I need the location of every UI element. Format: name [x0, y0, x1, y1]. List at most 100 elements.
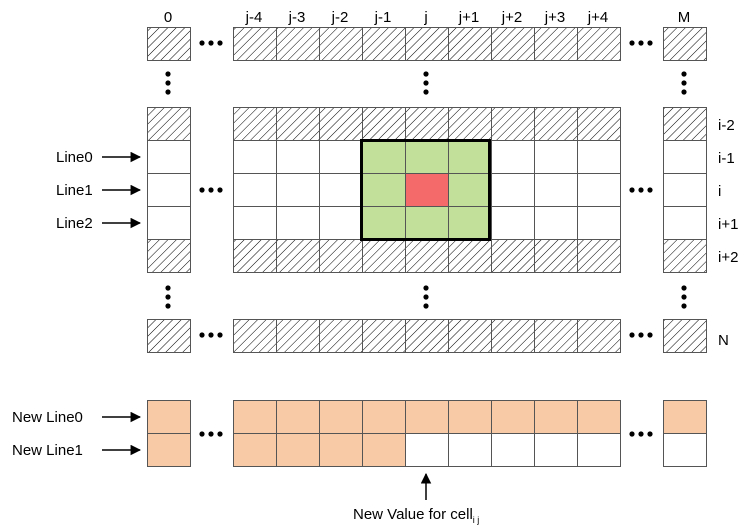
- boundary-cell: [362, 107, 406, 141]
- grid-cell: [663, 206, 707, 240]
- grid-cell: [233, 140, 277, 174]
- vertical-ellipsis: [165, 285, 171, 309]
- grid-cell: [276, 206, 320, 240]
- column-label: j+1: [458, 9, 479, 26]
- boundary-cell: [362, 27, 406, 61]
- stencil-cell: [362, 140, 406, 174]
- row-label-n: N: [718, 332, 729, 349]
- grid-cell: [491, 173, 535, 207]
- boundary-cell: [147, 239, 191, 273]
- boundary-cell: [362, 239, 406, 273]
- column-label: j-2: [331, 9, 349, 26]
- grid-cell: [276, 140, 320, 174]
- grid-cell: [534, 206, 578, 240]
- stencil-cell: [405, 140, 449, 174]
- boundary-cell: [147, 27, 191, 61]
- grid-cell: [233, 173, 277, 207]
- new-value-cell: [276, 433, 320, 467]
- stencil-cell: [448, 140, 492, 174]
- boundary-cell: [448, 107, 492, 141]
- grid-cell: [233, 206, 277, 240]
- line-labels: Line0 Line1 Line2: [56, 149, 142, 232]
- boundary-cell: [448, 239, 492, 273]
- boundary-cell: [362, 319, 406, 353]
- pending-cell: [577, 433, 621, 467]
- boundary-cell: [577, 107, 621, 141]
- pending-cell: [491, 433, 535, 467]
- grid-cell: [534, 140, 578, 174]
- new-value-cell: [233, 433, 277, 467]
- boundary-cell: [534, 27, 578, 61]
- pending-cell: [448, 433, 492, 467]
- boundary-cell: [534, 239, 578, 273]
- new-value-caption: New Value for celli j: [353, 506, 479, 525]
- boundary-cell: [663, 239, 707, 273]
- column-label: j+2: [501, 9, 522, 26]
- horizontal-ellipsis: [629, 332, 653, 338]
- pending-cell: [405, 433, 449, 467]
- line-label-1: Line1: [56, 182, 93, 199]
- horizontal-ellipsis: [199, 40, 223, 46]
- vertical-ellipsis: [423, 285, 429, 309]
- column-label-m: M: [678, 9, 691, 26]
- new-value-cell: [491, 400, 535, 434]
- new-value-cell: [319, 433, 363, 467]
- grid-cell: [577, 140, 621, 174]
- boundary-cell: [491, 239, 535, 273]
- new-value-cell: [577, 400, 621, 434]
- new-value-cell: [362, 400, 406, 434]
- vertical-ellipsis: [681, 71, 687, 95]
- boundary-cell: [233, 239, 277, 273]
- row-label: i+2: [718, 249, 738, 266]
- grid-cells: [147, 27, 707, 467]
- column-label: j-1: [374, 9, 392, 26]
- grid-cell: [491, 140, 535, 174]
- horizontal-ellipsis: [629, 40, 653, 46]
- boundary-cell: [276, 239, 320, 273]
- new-value-cell: [319, 400, 363, 434]
- grid-cell: [147, 140, 191, 174]
- grid-cell: [491, 206, 535, 240]
- line-label-2: Line2: [56, 215, 93, 232]
- boundary-cell: [405, 239, 449, 273]
- line-label-0: Line0: [56, 149, 93, 166]
- grid-cell: [577, 206, 621, 240]
- boundary-cell: [534, 107, 578, 141]
- boundary-cell: [147, 319, 191, 353]
- pending-cell: [534, 433, 578, 467]
- new-value-cell: [663, 400, 707, 434]
- boundary-cell: [147, 107, 191, 141]
- horizontal-ellipsis: [199, 332, 223, 338]
- horizontal-ellipsis: [199, 187, 223, 193]
- horizontal-ellipsis: [629, 431, 653, 437]
- boundary-cell: [491, 107, 535, 141]
- stencil-cell: [448, 173, 492, 207]
- grid-cell: [319, 173, 363, 207]
- stencil-cell: [405, 206, 449, 240]
- boundary-cell: [663, 319, 707, 353]
- grid-cell: [147, 173, 191, 207]
- stencil-cell: [362, 206, 406, 240]
- boundary-cell: [491, 27, 535, 61]
- row-labels: i-2 i-1 i i+1 i+2 N: [718, 117, 738, 349]
- boundary-cell: [448, 27, 492, 61]
- boundary-cell: [276, 107, 320, 141]
- boundary-cell: [276, 27, 320, 61]
- grid-cell: [577, 173, 621, 207]
- new-line-label-1: New Line1: [12, 442, 83, 459]
- new-value-cell: [362, 433, 406, 467]
- boundary-cell: [319, 107, 363, 141]
- new-value-caption-subscript: i j: [473, 515, 480, 525]
- boundary-cell: [491, 319, 535, 353]
- grid-cell: [276, 173, 320, 207]
- boundary-cell: [233, 27, 277, 61]
- boundary-cell: [577, 239, 621, 273]
- column-label-0: 0: [164, 9, 172, 26]
- boundary-cell: [448, 319, 492, 353]
- boundary-cell: [534, 319, 578, 353]
- column-label: j-4: [245, 9, 263, 26]
- grid-cell: [663, 140, 707, 174]
- stencil-cell: [362, 173, 406, 207]
- grid-cell: [534, 173, 578, 207]
